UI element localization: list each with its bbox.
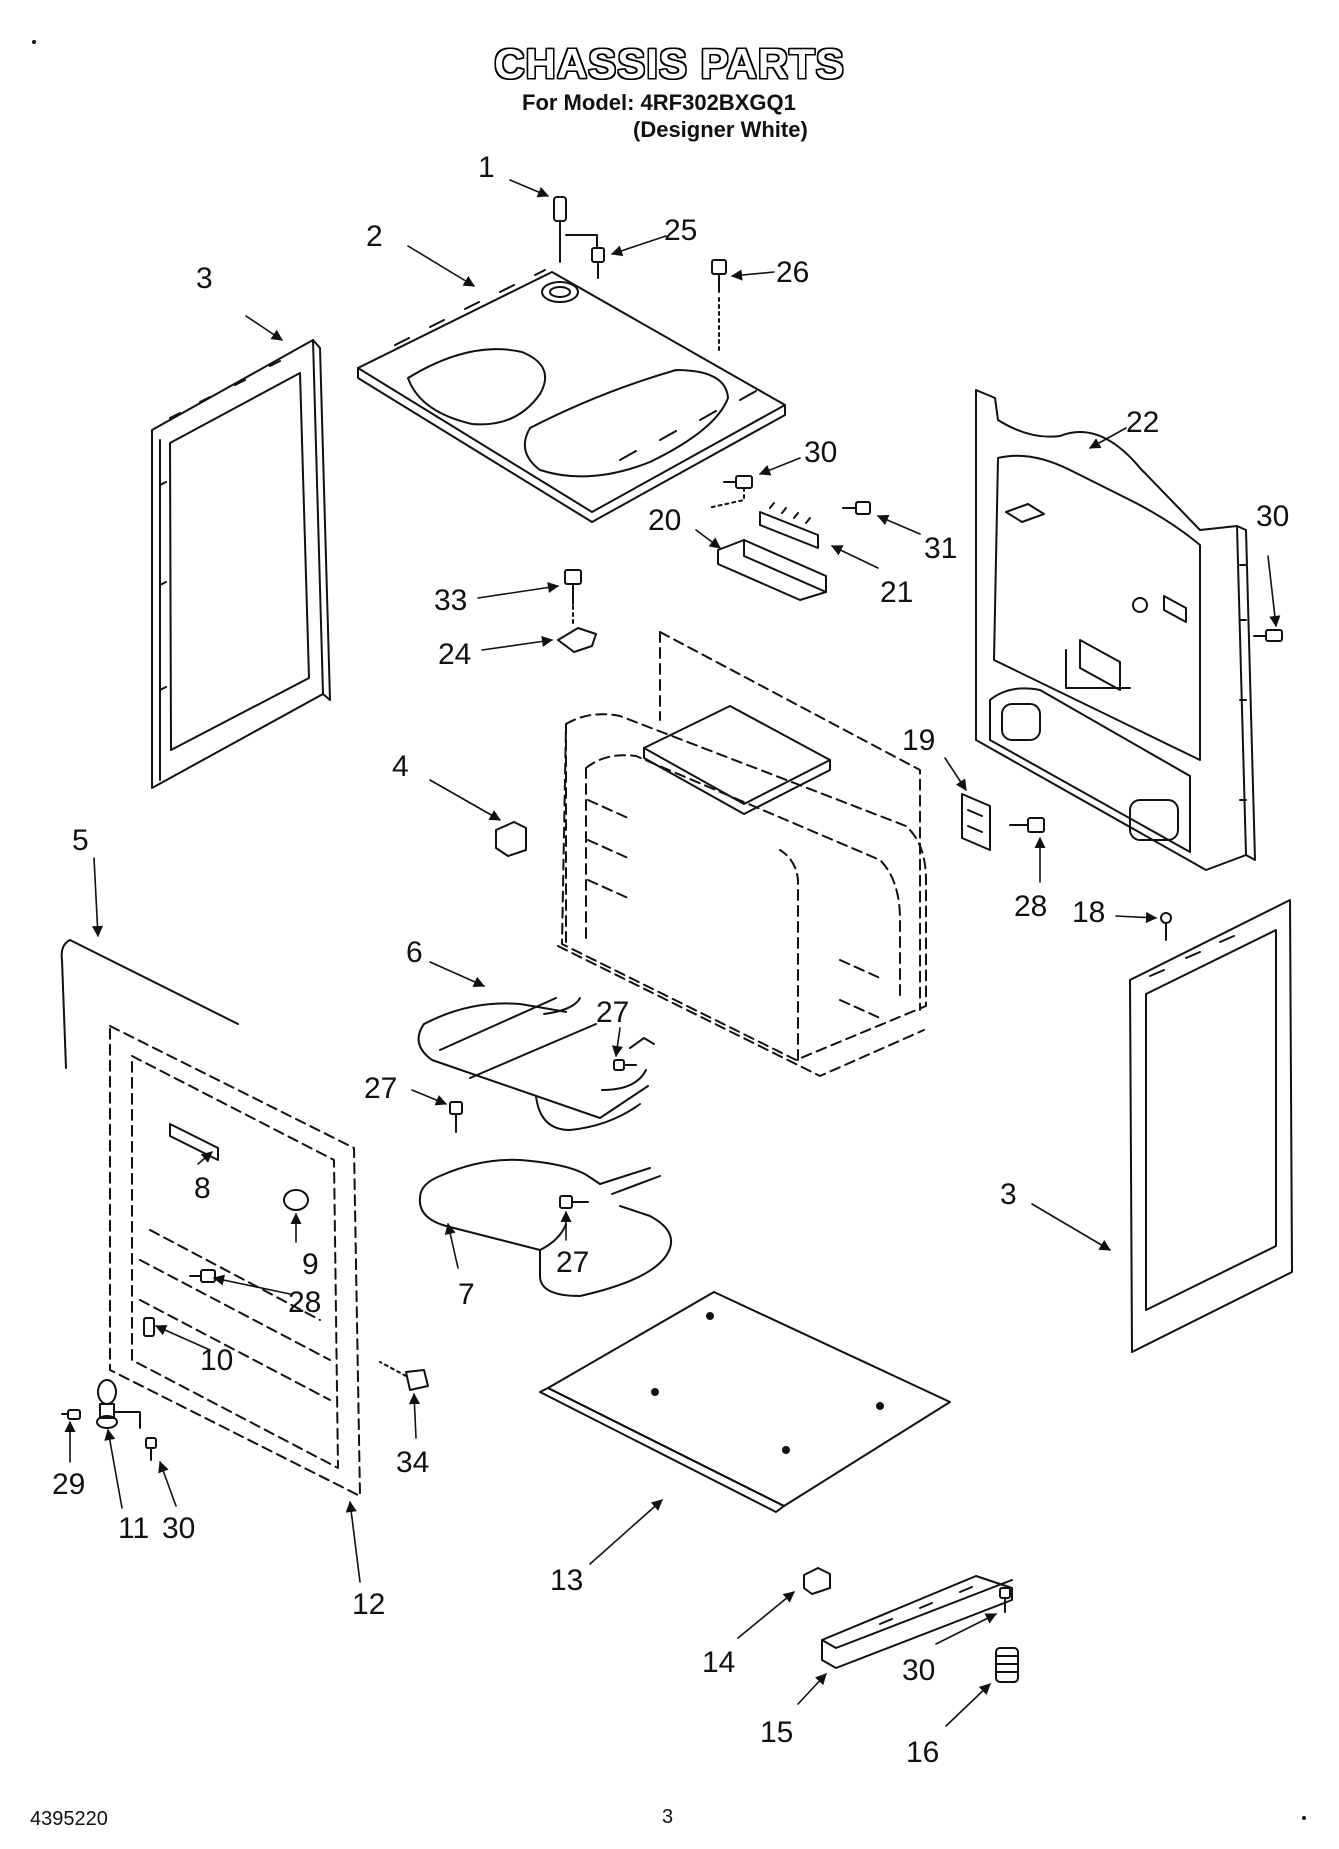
part-10-bracket	[143, 1317, 155, 1337]
part-27-screw-c	[559, 1195, 589, 1209]
part-1-pin	[553, 196, 567, 263]
callout-16: 16	[906, 1736, 939, 1769]
callout-22: 22	[1126, 406, 1159, 439]
callout-5: 5	[72, 824, 89, 857]
callout-27-c: 27	[556, 1246, 589, 1279]
part-11-leveler	[96, 1379, 118, 1429]
part-13-oven-bottom	[539, 1291, 951, 1513]
part-33-screw	[564, 569, 582, 625]
callout-21: 21	[880, 576, 913, 609]
callout-10: 10	[200, 1344, 233, 1377]
part-18-screw	[1160, 912, 1172, 941]
part-27-screw-b	[449, 1101, 463, 1133]
part-27-screw-a	[613, 1059, 637, 1071]
callout-24: 24	[438, 638, 471, 671]
callout-27-a: 27	[596, 996, 629, 1029]
part-30-screw-upper	[707, 475, 753, 509]
part-14-clip	[803, 1567, 831, 1595]
callout-3-left: 3	[196, 262, 213, 295]
callout-19: 19	[902, 724, 935, 757]
callout-33: 33	[434, 584, 467, 617]
part-29-screw	[61, 1409, 81, 1420]
page-number: 3	[662, 1806, 674, 1828]
part-6-bake-element	[417, 997, 655, 1131]
part-30-screw-rear	[1253, 629, 1283, 642]
part-20-bracket	[717, 539, 827, 601]
part-31-screw	[842, 501, 871, 515]
part-3-right-side-panel	[1129, 899, 1293, 1353]
part-8-label-plate	[169, 1123, 219, 1161]
part-19-bracket	[961, 793, 991, 851]
part-4-clip	[495, 821, 527, 857]
corner-mark	[1302, 1816, 1306, 1820]
callout-18: 18	[1072, 896, 1105, 929]
part-7-broil-element	[418, 1158, 672, 1297]
callout-14: 14	[702, 1646, 735, 1679]
page-title: CHASSIS PARTS	[494, 40, 845, 87]
callout-13: 13	[550, 1564, 583, 1597]
part-21-terminal-block	[759, 502, 819, 549]
part-3-left-side-panel	[151, 339, 331, 789]
oven-cavity	[557, 631, 927, 1077]
callout-29: 29	[52, 1468, 85, 1501]
callout-30-upper: 30	[804, 436, 837, 469]
part-5-gasket	[60, 939, 239, 1069]
callout-15: 15	[760, 1716, 793, 1749]
callout-3-right: 3	[1000, 1178, 1017, 1211]
callout-7: 7	[458, 1278, 475, 1311]
callout-labels: 1 2 25 26 3 22 30 20 21 31 30 33 24 4 19…	[52, 151, 1289, 1769]
part-24-clip	[557, 627, 597, 653]
part-34-screw	[379, 1361, 429, 1391]
document-number: 4395220	[30, 1808, 108, 1830]
part-28-screw-left	[189, 1269, 216, 1283]
part-28-screw-right	[1009, 817, 1045, 833]
callout-12: 12	[352, 1588, 385, 1621]
part-12-oven-front-frame	[109, 1025, 361, 1497]
part-26-screw	[711, 259, 727, 353]
part-30-screw-lower-right	[999, 1587, 1011, 1613]
part-22-rear-panel	[975, 389, 1256, 871]
callout-26: 26	[776, 256, 809, 289]
callout-25: 25	[664, 214, 697, 247]
callout-1: 1	[478, 151, 495, 184]
callout-4: 4	[392, 750, 409, 783]
part-15-rail	[821, 1575, 1013, 1669]
callout-27-b: 27	[364, 1072, 397, 1105]
callout-28-right: 28	[1014, 890, 1047, 923]
part-2-cooktop-support	[357, 269, 786, 523]
callout-8: 8	[194, 1172, 211, 1205]
leader-arrows	[64, 179, 1281, 1727]
callout-34: 34	[396, 1446, 429, 1479]
part-9-plug	[283, 1189, 309, 1211]
callout-9: 9	[302, 1248, 319, 1281]
corner-mark	[32, 40, 36, 44]
model-line: For Model: 4RF302BXGQ1	[522, 90, 796, 115]
cavity-top-vent	[643, 705, 831, 815]
callout-30-lower-right: 30	[902, 1654, 935, 1687]
callout-28-left: 28	[288, 1286, 321, 1319]
part-16-leveler	[995, 1647, 1019, 1683]
callout-31: 31	[924, 532, 957, 565]
variant-line: (Designer White)	[633, 117, 808, 142]
part-30-screw-lower-left	[113, 1411, 157, 1461]
callout-2: 2	[366, 220, 383, 253]
part-25-screw	[565, 234, 605, 279]
callout-11: 11	[118, 1512, 149, 1545]
callout-30-lower-left: 30	[162, 1512, 195, 1545]
callout-6: 6	[406, 936, 423, 969]
callout-20: 20	[648, 504, 681, 537]
callout-30-rear: 30	[1256, 500, 1289, 533]
